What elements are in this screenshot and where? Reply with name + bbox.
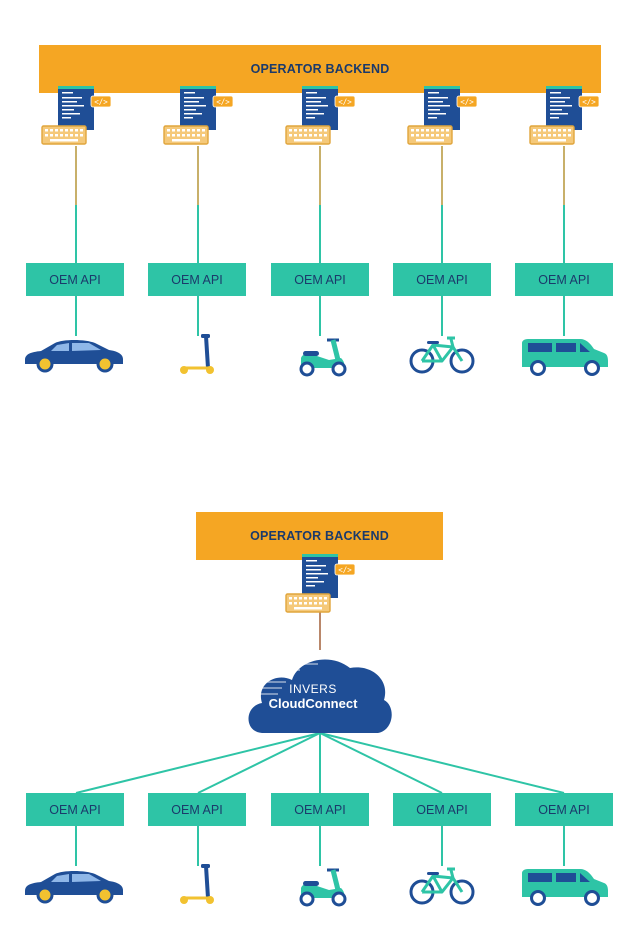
code-keyboard-icon	[285, 553, 356, 613]
operator-backend-label: OPERATOR BACKEND	[250, 529, 389, 543]
operator-backend-bottom: OPERATOR BACKEND	[196, 512, 443, 560]
oem-api-box-bottom-4: OEM API	[393, 793, 491, 826]
cloud-label: INVERS CloudConnect	[250, 682, 376, 711]
cloud-icon	[248, 659, 392, 733]
van-icon	[520, 337, 610, 376]
oem-api-label: OEM API	[294, 272, 346, 287]
car-icon	[23, 869, 125, 904]
code-keyboard-icon	[407, 85, 478, 145]
bicycle-icon	[409, 867, 475, 905]
cloud-brand: INVERS	[289, 682, 337, 696]
oem-api-label: OEM API	[49, 272, 101, 287]
oem-api-label: OEM API	[294, 802, 346, 817]
oem-api-box-bottom-1: OEM API	[26, 793, 124, 826]
oem-api-box-top-1: OEM API	[26, 263, 124, 296]
oem-api-box-top-4: OEM API	[393, 263, 491, 296]
code-keyboard-icon	[163, 85, 234, 145]
oem-api-label: OEM API	[538, 802, 590, 817]
connector-line	[197, 732, 321, 794]
oem-api-box-bottom-3: OEM API	[271, 793, 369, 826]
oem-api-label: OEM API	[416, 272, 468, 287]
operator-backend-label: OPERATOR BACKEND	[250, 62, 390, 76]
moped-icon	[301, 340, 345, 375]
oem-api-box-bottom-2: OEM API	[148, 793, 246, 826]
oem-api-box-top-2: OEM API	[148, 263, 246, 296]
moped-icon	[301, 870, 345, 905]
connector-line	[319, 732, 443, 794]
car-icon	[23, 338, 125, 373]
cloud-product: CloudConnect	[268, 696, 358, 711]
oem-api-box-top-5: OEM API	[515, 263, 613, 296]
operator-backend-top: OPERATOR BACKEND	[39, 45, 601, 93]
kick-scooter-icon	[178, 862, 216, 906]
bicycle-icon	[409, 336, 475, 374]
oem-api-label: OEM API	[171, 272, 223, 287]
kick-scooter-icon	[178, 332, 216, 376]
code-keyboard-icon	[285, 85, 356, 145]
oem-api-label: OEM API	[171, 802, 223, 817]
oem-api-label: OEM API	[49, 802, 101, 817]
code-keyboard-icon	[41, 85, 112, 145]
code-keyboard-icon	[529, 85, 600, 145]
connector-line	[319, 732, 565, 794]
oem-api-box-top-3: OEM API	[271, 263, 369, 296]
oem-api-box-bottom-5: OEM API	[515, 793, 613, 826]
connector-line	[75, 732, 321, 794]
oem-api-label: OEM API	[416, 802, 468, 817]
van-icon	[520, 867, 610, 906]
oem-api-label: OEM API	[538, 272, 590, 287]
